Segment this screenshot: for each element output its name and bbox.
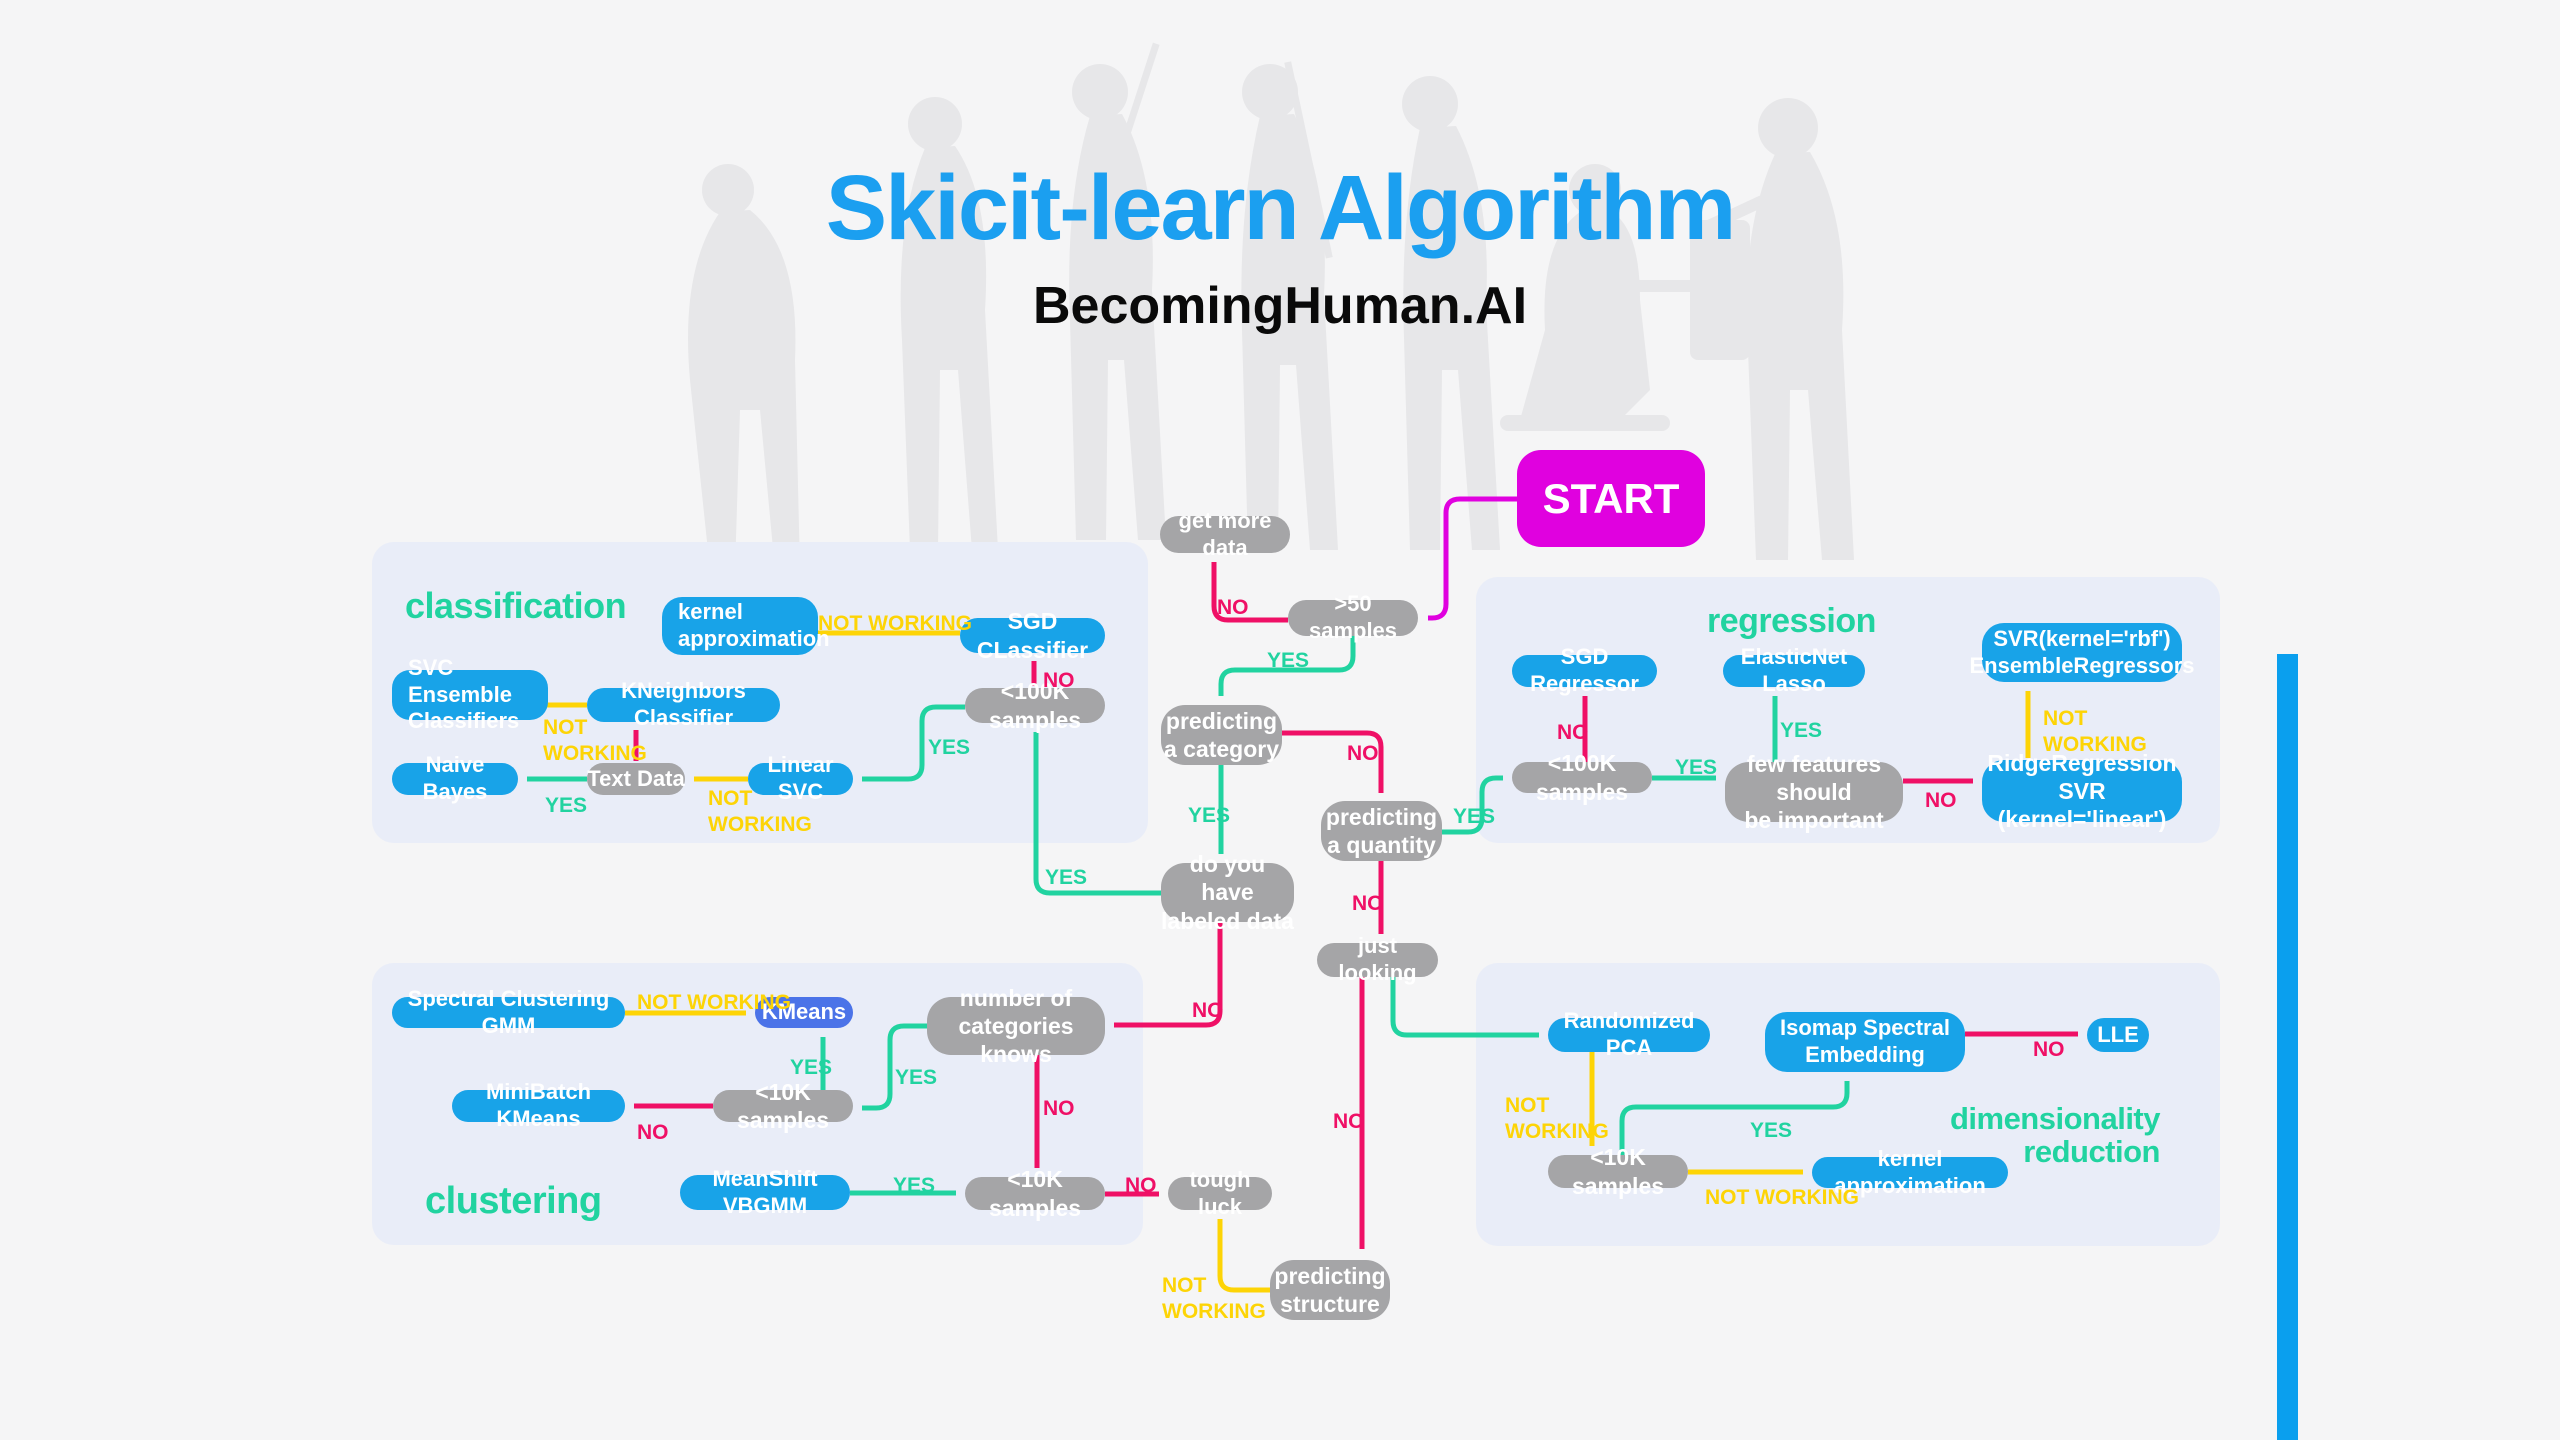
arrow-no-category-to-quantity [1282,730,1384,793]
edge-label-no-number-categories: NO [1043,1097,1075,1120]
node-minibatch-kmeans: MiniBatch KMeans [452,1079,625,1131]
edge-label-yes-10k-kmeans: YES [790,1056,833,1079]
arrow-nw-structure-to-tough-luck [1217,1219,1270,1293]
edge-label-nw-kernel-approx-dimred: NOT WORKING [1705,1186,1859,1209]
node-just-looking: just looking [1317,933,1438,985]
arrow-yes-number-categories-to-10k-top [862,1023,927,1111]
node-kernel-approximation-dimred: kernel approximation [1812,1146,2008,1198]
node-naive-bayes: Naive Bayes [392,752,518,804]
arrow-yes-just-looking-to-randomized-pca [1390,977,1539,1038]
node-predicting-structure: predicting structure [1270,1260,1390,1320]
section-label-clustering: clustering [425,1180,602,1222]
edge-label-yes-50samples: YES [1267,649,1310,672]
node-predicting-a-quantity: predicting a quantity [1321,801,1442,861]
edge-label-no-tough-luck: NO [1125,1174,1157,1197]
node-meanshift-vbgmm: MeanShift VBGMM [680,1166,850,1218]
node-tough-luck: tough luck [1168,1167,1272,1219]
node-svc-ensemble-classifiers: SVC Ensemble Classifiers [392,655,548,733]
node-100k-samples-regression: <100K samples [1512,750,1652,805]
page-subtitle: BecomingHuman.AI [1032,277,1528,335]
node-elasticnet-lasso: ElasticNet Lasso [1723,644,1865,696]
edge-label-yes-category: YES [1188,804,1231,827]
edge-label-nw-linear-svc: NOT WORKING [708,787,812,837]
edge-label-no-quantity: NO [1352,892,1384,915]
node-isomap-spectral-embedding: Isomap Spectral Embedding [1765,1012,1965,1072]
section-label-classification: classification [405,585,627,626]
edge-label-no-just-looking: NO [1333,1110,1365,1133]
edge-label-no-labeled-data: NO [1192,999,1224,1022]
node-start: START [1517,450,1705,547]
edge-label-yes-labeled-data: YES [1045,866,1088,889]
edge-label-yes-few-features: YES [1780,719,1823,742]
edge-label-no-10k-minibatch: NO [637,1121,669,1144]
node-do-you-have-labeled-data: do you have labeled data [1161,851,1294,934]
section-label-regression: regression [1707,602,1876,640]
node-sgd-regressor: SGD Regressor [1512,644,1657,696]
edge-label-nw-structure: NOT WORKING [1162,1274,1266,1324]
node-lle: LLE [2087,1018,2149,1052]
edge-label-yes-10k-isomap: YES [1750,1119,1793,1142]
edge-label-no-100k-classification: NO [1043,669,1075,692]
node-text-data: Text Data [587,763,685,795]
node-linear-svc: Linear SVC [748,752,853,804]
arrow-yes-labeled-to-100k-classification [1033,732,1161,896]
edge-label-no-50samples: NO [1217,596,1249,619]
node-few-features-should-be-important: few features should be important [1725,751,1903,833]
edge-label-nw-kneighbors: NOT WORKING [543,716,647,766]
edge-label-no-isomap-lle: NO [2033,1038,2065,1061]
node-sgd-classifier: SGD CLassifier [960,608,1105,663]
node-predicting-a-category: predicting a category [1161,705,1282,765]
edge-label-nw-spectral-gmm: NOT WORKING [637,991,791,1014]
arrow-no-50samples-to-get-more-data [1211,562,1288,623]
edge-label-yes-text-data: YES [545,794,588,817]
arrow-no-labeled-to-number-of-categories [1114,922,1223,1028]
edge-label-yes-quantity: YES [1453,805,1496,828]
edge-label-no-category: NO [1347,742,1379,765]
edge-label-nw-sgd-classifier: NOT WORKING [818,612,972,635]
edge-label-no-few-features: NO [1925,789,1957,812]
edge-label-yes-meanshift: YES [893,1174,936,1197]
node-number-of-categories-knows: number of categories knows [927,985,1105,1067]
node-spectral-clustering-gmm: Spectral Clustering GMM [392,986,625,1038]
edge-label-yes-100k-regression: YES [1675,756,1718,779]
node-svr-rbf-ensemble-regressors: SVR(kernel='rbf') EnsembleRegressors [1970,623,2195,682]
edge-label-yes-number-categories: YES [895,1066,938,1089]
panel-dimensionality-reduction [1476,963,2220,1246]
node-kernel-approximation-classification: kernel approximation [662,597,830,655]
page-title: Skicit-learn Algorithm [825,157,1737,259]
node-kmeans: KMeans [755,997,853,1028]
node-randomized-pca: Randomized PCA [1548,1008,1710,1060]
node-10k-samples-clustering-top: <10K samples [713,1079,853,1133]
node-get-more-data: get more data [1160,508,1290,560]
node-100k-samples-classification: <100K samples [965,678,1105,733]
node-10k-samples-dimred: <10K samples [1548,1144,1688,1199]
arrow-yes-50samples-to-category [1218,636,1356,696]
node-kneighbors-classifier: KNeighbors Classifier [587,678,780,730]
accent-bar [2277,654,2298,1440]
edge-label-nw-randomized-pca: NOT WORKING [1505,1094,1609,1144]
edge-label-no-100k-regression: NO [1557,721,1589,744]
arrow-yes-quantity-to-100k-regression [1442,775,1503,835]
node-10k-samples-clustering-bottom: <10K samples [965,1166,1105,1221]
section-label-dimensionality-reduction: dimensionality reduction [1949,1101,2161,1169]
edge-label-nw-ridge: NOT WORKING [2043,707,2147,757]
edge-label-yes-100k-classification: YES [928,736,971,759]
node-50-samples: >50 samples [1288,591,1418,643]
arrow-yes-100k-to-linear-svc [862,704,965,782]
arrow-start-to-50samples [1428,496,1517,621]
arrow-yes-10k-to-isomap [1619,1081,1850,1155]
node-ridge-regression-svr: RidgeRegression SVR (kernel='linear') [1982,750,2182,832]
